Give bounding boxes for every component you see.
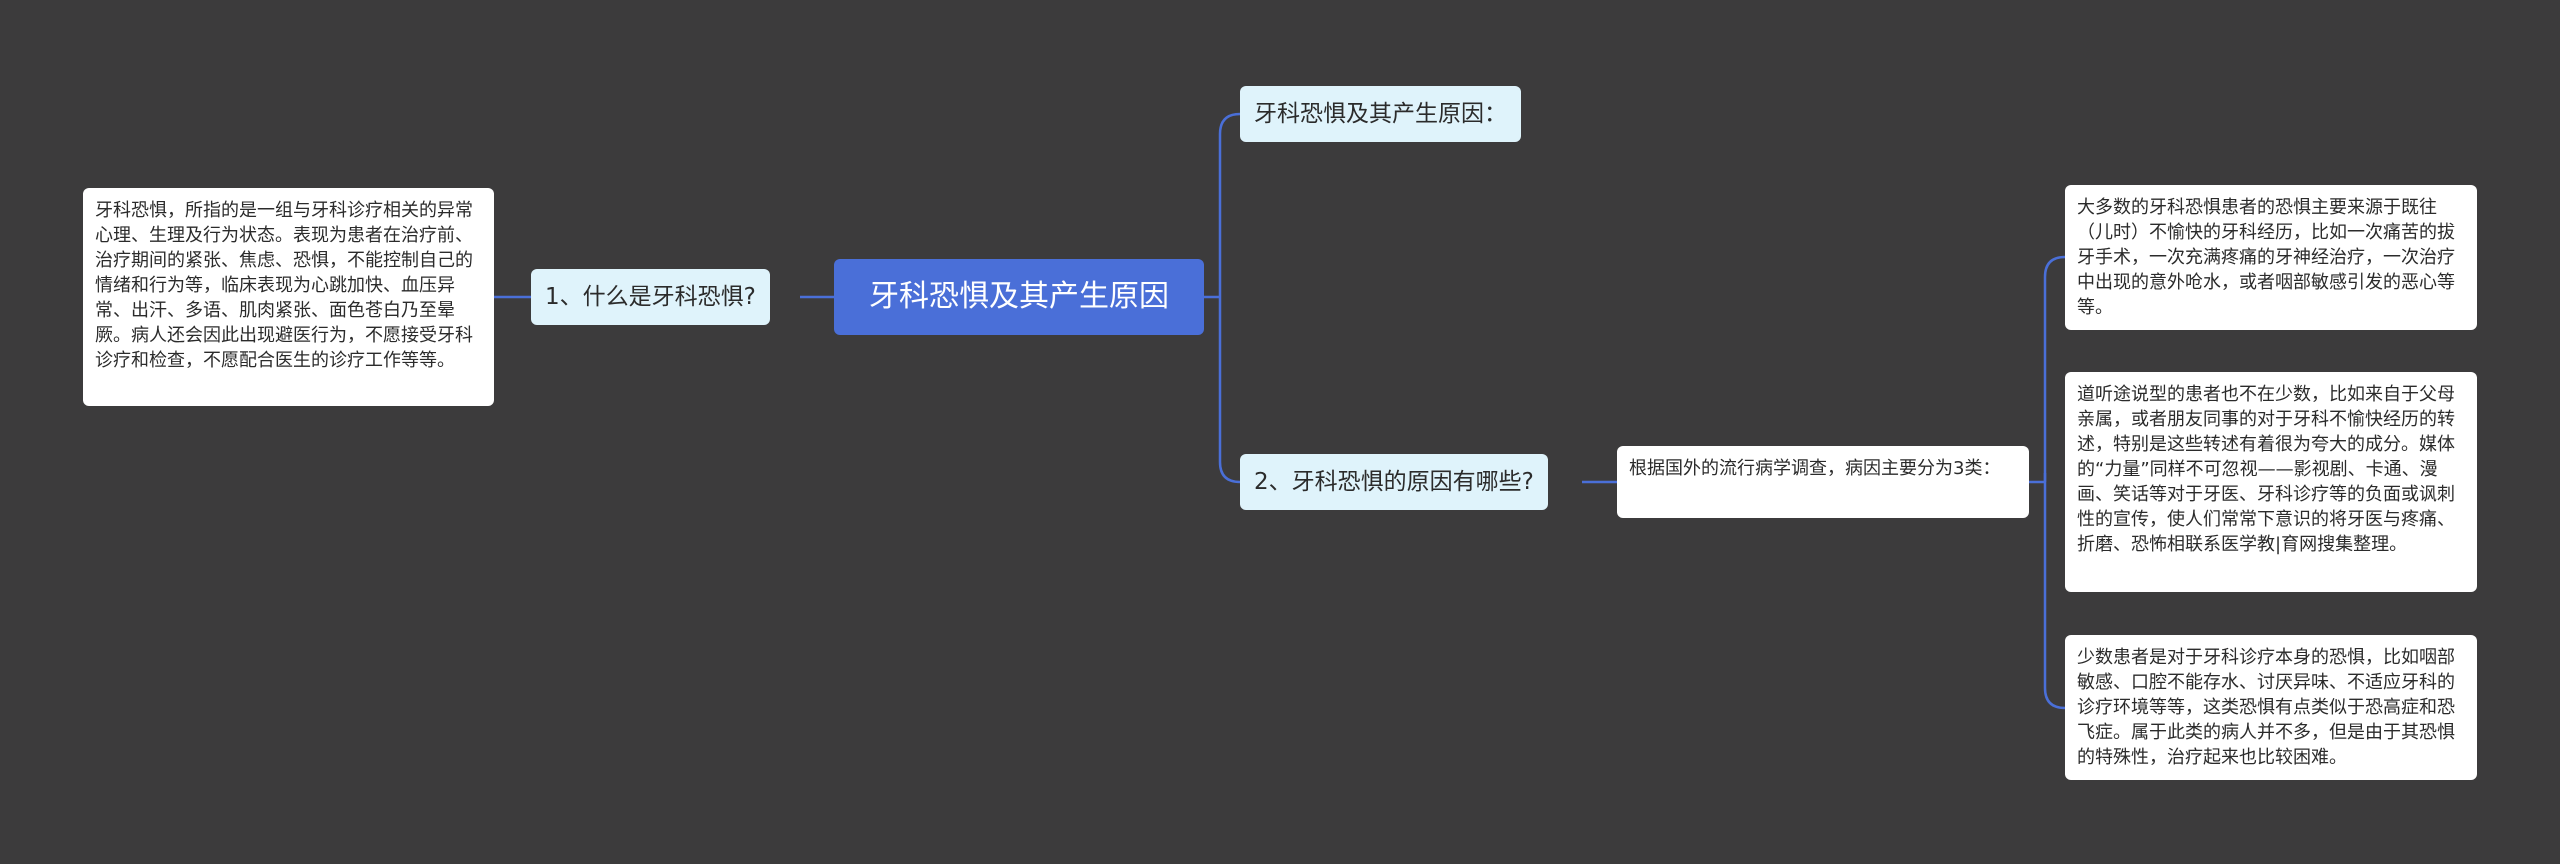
- cause-type-3-text[interactable]: 少数患者是对于牙科诊疗本身的恐惧，比如咽部敏感、口腔不能存水、讨厌异味、不适应牙…: [2065, 635, 2477, 780]
- connector-survey-types: [2043, 255, 2066, 710]
- branch-causes[interactable]: 2、牙科恐惧的原因有哪些?: [1240, 454, 1548, 510]
- cause-type-1-text[interactable]: 大多数的牙科恐惧患者的恐惧主要来源于既往（儿时）不愉快的牙科经历，比如一次痛苦的…: [2065, 185, 2477, 330]
- connector-root-right-branches: [1218, 112, 1241, 484]
- branch-what-is-dental-fear[interactable]: 1、什么是牙科恐惧?: [531, 269, 770, 325]
- what-is-detail-text[interactable]: 牙科恐惧，所指的是一组与牙科诊疗相关的异常心理、生理及行为状态。表现为患者在治疗…: [83, 188, 494, 406]
- cause-type-2-text[interactable]: 道听途说型的患者也不在少数，比如来自于父母亲属，或者朋友同事的对于牙科不愉快经历…: [2065, 372, 2477, 592]
- branch-topic[interactable]: 牙科恐惧及其产生原因：: [1240, 86, 1521, 142]
- root-topic[interactable]: 牙科恐惧及其产生原因: [834, 259, 1204, 335]
- causes-survey-text[interactable]: 根据国外的流行病学调查，病因主要分为3类：: [1617, 446, 2029, 518]
